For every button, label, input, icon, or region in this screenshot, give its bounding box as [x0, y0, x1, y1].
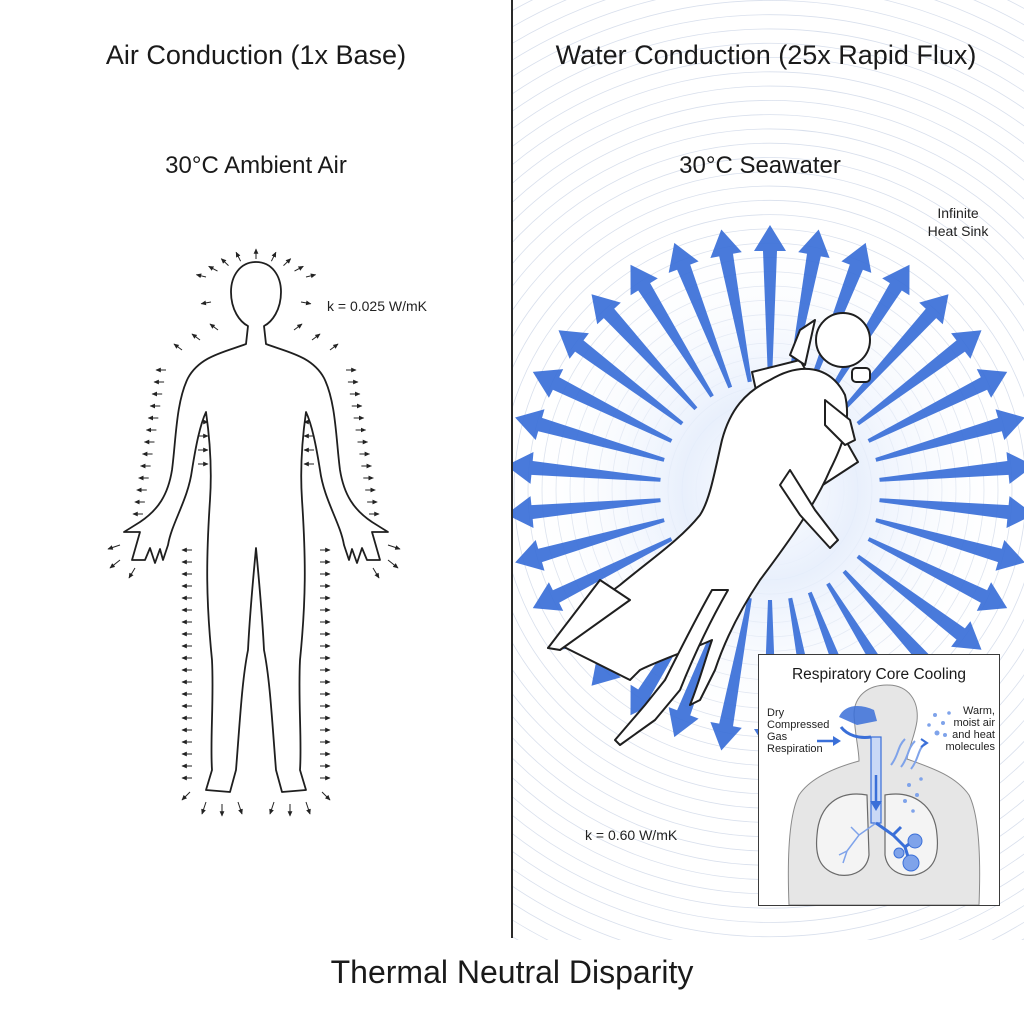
water-flux-arrow [558, 330, 684, 426]
water-conductivity-label: k = 0.60 W/mK [585, 827, 678, 843]
water-flux-arrow [630, 264, 714, 398]
inset-right-label-line: molecules [945, 741, 995, 753]
water-panel-title: Water Conduction (25x Rapid Flux) [555, 40, 977, 70]
water-flux-arrow [856, 554, 982, 650]
inset-left-label-line: Compressed [767, 719, 830, 731]
air-panel-title: Air Conduction (1x Base) [105, 40, 407, 70]
ripple-ring [513, 0, 1024, 940]
water-flux-arrow [710, 229, 752, 383]
diagram-footer-title: Thermal Neutral Disparity [330, 954, 694, 990]
water-flux-arrow [532, 369, 673, 443]
ripple-ring [513, 71, 1024, 909]
panel-divider [511, 0, 513, 938]
heat-sink-label-line2: Heat Sink [927, 223, 989, 239]
air-flux-arrow [387, 544, 401, 550]
inset-right-label-line: and heat [952, 729, 995, 741]
inset-left-label-line: Respiration [767, 743, 823, 755]
water-flux-arrow [515, 518, 665, 571]
heat-sink-label-line1: Infinite [937, 205, 979, 221]
ripple-ring [513, 42, 1024, 938]
air-flux-arrow [283, 258, 292, 266]
air-flux-arrow [321, 791, 331, 801]
water-flux-arrow [532, 537, 673, 611]
air-flux-arrow [200, 300, 212, 306]
water-flux-arrow [856, 330, 982, 426]
water-flux-arrow [710, 597, 752, 751]
ripple-ring [513, 14, 1024, 940]
air-flux-arrow [208, 265, 218, 272]
air-flux-arrow [329, 343, 339, 351]
human-outline-icon [123, 261, 389, 793]
air-flux-arrow [270, 251, 277, 262]
air-flux-arrow [220, 258, 229, 266]
scuba-diver-icon [547, 312, 871, 746]
water-flux-arrow [668, 242, 733, 389]
air-flux-arrow [195, 273, 207, 279]
water-flux-arrow [754, 225, 786, 380]
air-flux-arrow [305, 273, 317, 279]
water-flux-arrow [867, 537, 1008, 611]
air-flux-arrow [300, 300, 312, 306]
air-conductivity-label: k = 0.025 W/mK [327, 298, 427, 314]
inset-left-label: Dry Compressed Gas Respiration [767, 707, 847, 755]
inset-right-label-line: Warm, [963, 705, 995, 717]
air-flux-arrow [269, 801, 275, 815]
water-flux-arrow [867, 369, 1008, 443]
air-flux-arrow [387, 559, 399, 569]
inset-right-label-line: moist air [953, 717, 995, 729]
water-flux-arrow [879, 452, 1024, 484]
air-flux-arrow [109, 559, 121, 569]
air-flux-arrow [107, 544, 121, 550]
water-flux-arrow [879, 496, 1024, 528]
air-flux-arrow [293, 323, 303, 331]
air-panel-subtitle: 30°C Ambient Air [165, 152, 347, 179]
water-flux-arrow [515, 409, 665, 462]
inset-right-label: Warm, moist air and heat molecules [937, 705, 995, 753]
water-flux-arrow [875, 518, 1024, 571]
respiratory-inset: Respiratory Core Cooling Dry Compressed … [758, 654, 1000, 906]
inset-title: Respiratory Core Cooling [791, 666, 967, 683]
inset-left-label-line: Gas [767, 731, 788, 743]
heat-sink-label: Infinite Heat Sink [906, 204, 1010, 240]
air-flux-arrow [311, 333, 321, 341]
air-flux-arrow [209, 323, 219, 331]
air-flux-arrow [235, 251, 242, 262]
air-flux-arrow [305, 801, 311, 815]
air-flux-arrow [181, 791, 191, 801]
water-flux-arrow [875, 409, 1024, 462]
ripple-ring [513, 28, 1024, 940]
air-flux-arrow [372, 567, 380, 579]
water-flux-arrow [591, 294, 698, 411]
air-flux-arrow [191, 333, 201, 341]
water-flux-arrow [513, 496, 661, 528]
respiratory-anatomy-icon [787, 684, 981, 905]
ripple-ring [513, 57, 1024, 923]
air-flux-arrow [128, 567, 136, 579]
water-panel-subtitle: 30°C Seawater [679, 152, 841, 179]
air-flux-arrow [201, 801, 207, 815]
air-flux-arrow [173, 343, 183, 351]
air-heat-flux-arrows [107, 248, 401, 817]
air-flux-arrow [294, 265, 304, 272]
inset-left-label-line: Dry [767, 707, 785, 719]
air-flux-arrow [237, 801, 243, 815]
water-flux-arrow [513, 452, 661, 484]
